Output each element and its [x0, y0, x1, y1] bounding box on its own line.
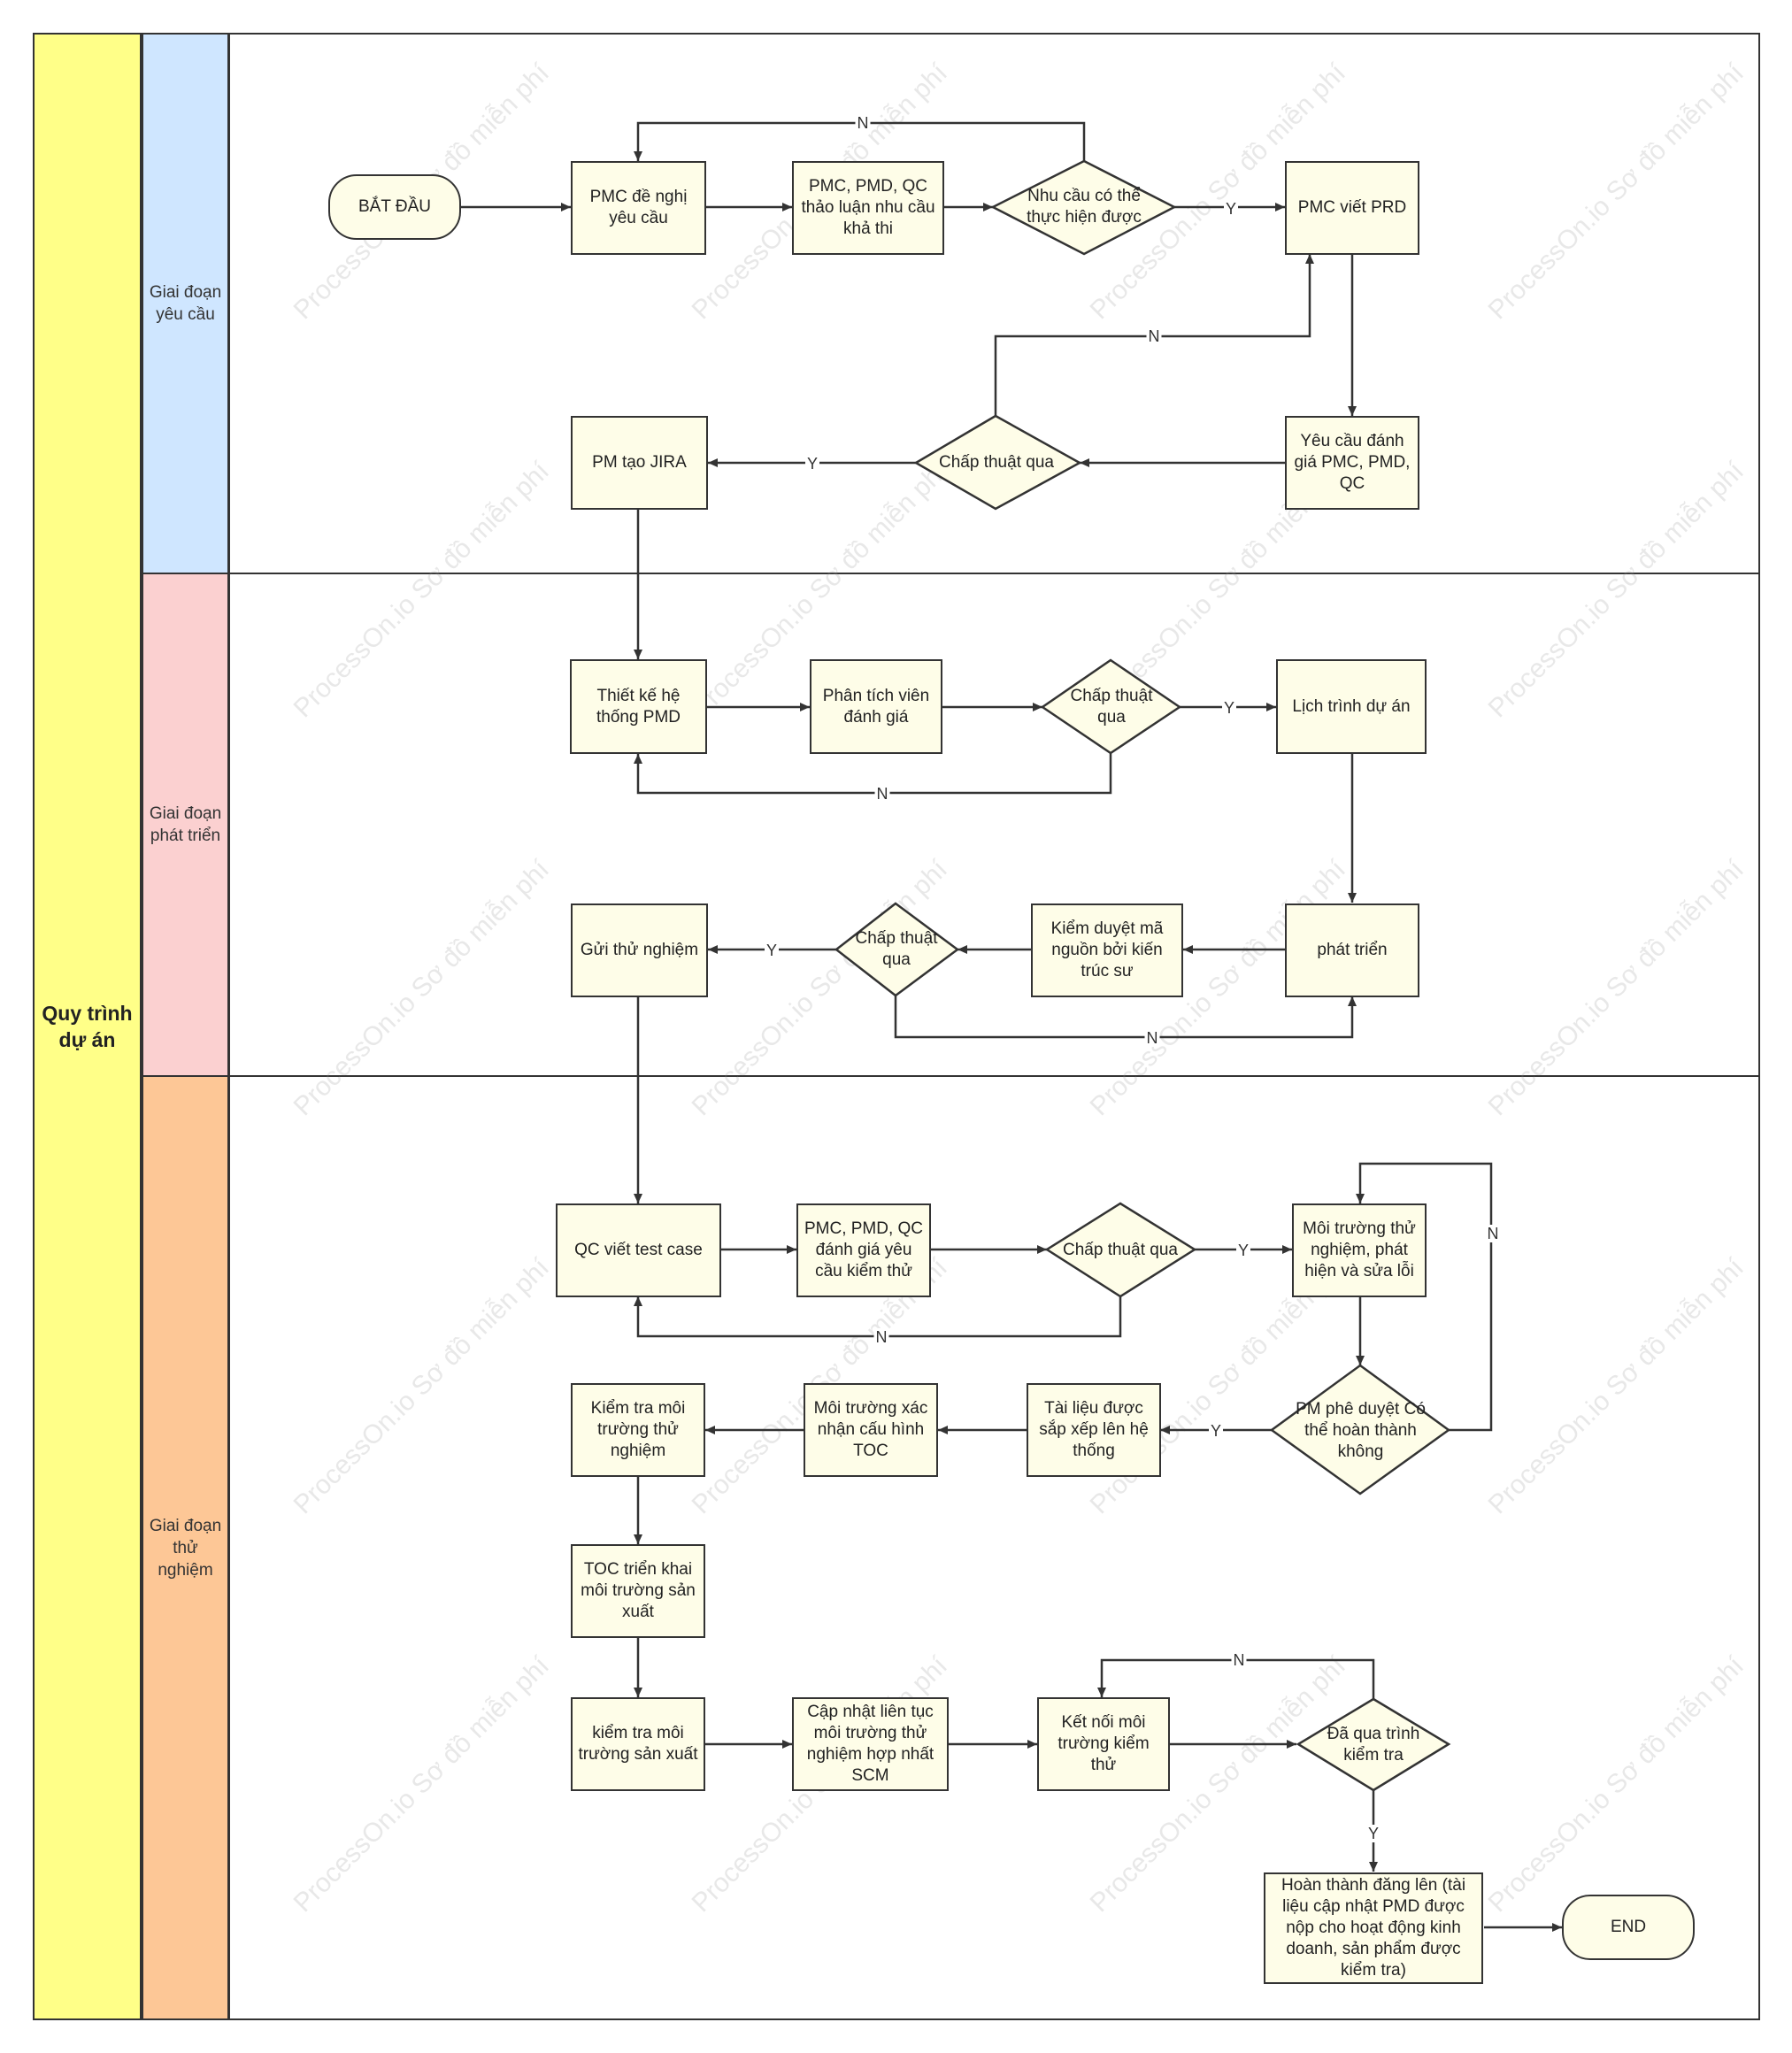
toc-config-node[interactable]: Môi trường xác nhận cấu hình TOC	[804, 1383, 938, 1477]
submit-test-node[interactable]: Gửi thử nghiệm	[571, 903, 708, 997]
analyst-review-node[interactable]: Phân tích viên đánh giá	[810, 659, 942, 754]
decision-pmapproval-shape	[1269, 1364, 1451, 1496]
lane-requirements-label: Giai đoạn yêu cầu	[142, 33, 229, 574]
lane-development-text: Giai đoạn phát triển	[149, 804, 222, 845]
complete-release-node[interactable]: Hoàn thành đăng lên (tài liệu cập nhật P…	[1264, 1872, 1483, 1984]
edge-label-pmapproval-yes: Y	[1208, 1422, 1224, 1440]
pmc-request-node[interactable]: PMC đề nghị yêu cầu	[571, 161, 706, 255]
develop-node[interactable]: phát triển	[1285, 903, 1419, 997]
decision-approval3-shape	[834, 902, 960, 997]
edge-label-pmapproval-no: N	[1485, 1225, 1501, 1242]
lane-testing-body	[228, 1075, 1760, 2020]
edge-pmapproval-no	[1356, 1162, 1493, 1432]
edge-label-approval1-no: N	[1146, 327, 1162, 345]
edge-label-approval2-no: N	[874, 785, 890, 803]
approval-4-node[interactable]: Chấp thuật qua	[1063, 1241, 1178, 1259]
feasibility-discussion-node[interactable]: PMC, PMD, QC thảo luận nhu cầu khả thi	[792, 161, 944, 255]
code-review-node[interactable]: Kiểm duyệt mã nguồn bởi kiến trúc sư	[1031, 903, 1183, 997]
decision-approval2-shape	[1040, 658, 1182, 755]
qc-test-case-node[interactable]: QC viết test case	[556, 1203, 721, 1297]
edge-label-approval3-no: N	[1144, 1029, 1160, 1047]
edge-approval3-no	[894, 996, 1357, 1039]
start-node[interactable]: BẮT ĐẦU	[328, 174, 461, 240]
decision-feasible-shape	[990, 159, 1177, 256]
feasible-decision-node[interactable]: Nhu cầu có thể thực hiện được	[1027, 187, 1142, 227]
edge-label-approval3-yes: Y	[764, 942, 780, 959]
edge-label-passed-yes: Y	[1365, 1825, 1381, 1842]
passed-check-node[interactable]: Đã qua trình kiểm tra	[1327, 1725, 1420, 1765]
decision-approval1-shape	[913, 414, 1082, 511]
approval-2-node[interactable]: Chấp thuật qua	[1070, 687, 1153, 727]
lane-requirements-text: Giai đoạn yêu cầu	[149, 283, 222, 324]
diagram-title-band: Quy trình dự án	[33, 33, 142, 2020]
continuous-update-node[interactable]: Cập nhật liên tục môi trường thử nghiệm …	[792, 1697, 949, 1791]
lane-development-label: Giai đoạn phát triển	[142, 573, 229, 1077]
edge-label-feasible-no: N	[855, 114, 871, 132]
toc-deploy-node[interactable]: TOC triển khai môi trường sản xuất	[571, 1544, 705, 1638]
lane-testing-text: Giai đoạn thử nghiệm	[149, 1516, 222, 1580]
pm-approval-node[interactable]: PM phê duyệt Có thể hoàn thành không	[1296, 1400, 1426, 1461]
lane-development-body	[228, 573, 1760, 1077]
write-prd-node[interactable]: PMC viết PRD	[1285, 161, 1419, 255]
test-req-review-node[interactable]: PMC, PMD, QC đánh giá yêu cầu kiểm thử	[796, 1203, 931, 1297]
edge-label-passed-no: N	[1231, 1651, 1247, 1669]
edge-label-approval2-yes: Y	[1221, 699, 1237, 717]
edge-approval2-no	[634, 753, 1112, 795]
check-test-env-node[interactable]: Kiểm tra môi trường thử nghiệm	[571, 1383, 705, 1477]
decision-passed-shape	[1296, 1697, 1451, 1792]
approval-1-node[interactable]: Chấp thuật qua	[939, 453, 1054, 472]
lane-testing-label: Giai đoạn thử nghiệm	[142, 1075, 229, 2020]
edge-label-feasible-yes: Y	[1223, 200, 1239, 218]
docs-arranged-node[interactable]: Tài liệu được sắp xếp lên hệ thống	[1027, 1383, 1161, 1477]
edge-label-approval4-yes: Y	[1235, 1242, 1251, 1259]
schedule-node[interactable]: Lịch trình dự án	[1276, 659, 1427, 754]
connect-test-env-node[interactable]: Kết nối môi trường kiểm thử	[1037, 1697, 1170, 1791]
check-prod-env-node[interactable]: kiểm tra môi trường sản xuất	[571, 1697, 705, 1791]
diagram-title: Quy trình dự án	[42, 1002, 133, 1051]
create-jira-node[interactable]: PM tạo JIRA	[571, 416, 708, 510]
review-request-node[interactable]: Yêu cầu đánh giá PMC, PMD, QC	[1285, 416, 1419, 510]
edge-label-approval4-no: N	[873, 1328, 889, 1346]
end-node[interactable]: END	[1562, 1895, 1695, 1960]
edge-label-approval1-yes: Y	[804, 455, 820, 473]
approval-3-node[interactable]: Chấp thuật qua	[855, 929, 938, 969]
decision-approval4-shape	[1044, 1202, 1197, 1298]
system-design-node[interactable]: Thiết kế hệ thống PMD	[570, 659, 707, 754]
test-env-fix-node[interactable]: Môi trường thử nghiệm, phát hiện và sửa …	[1292, 1203, 1427, 1297]
